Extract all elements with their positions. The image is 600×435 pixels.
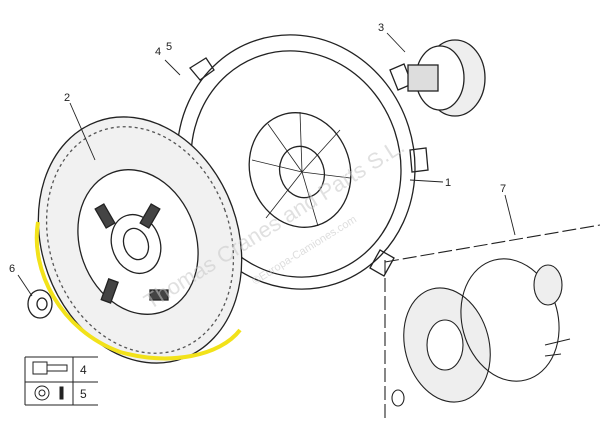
callout-5: 5 [166, 41, 172, 53]
washer [27, 289, 53, 319]
inset-assembly [384, 224, 600, 420]
callout-6: 6 [9, 263, 15, 275]
callout-1: 1 [445, 177, 451, 189]
release-bearing [407, 39, 486, 117]
washer-icon [34, 385, 64, 401]
legend-bolt-ref: 4 [80, 363, 87, 377]
bolt-icon [32, 361, 68, 375]
callout-3: 3 [378, 22, 384, 34]
callout-7: 7 [500, 183, 506, 195]
clutch-disc [37, 116, 243, 364]
leader-lines [17, 32, 516, 297]
highlight-arc [34, 221, 242, 361]
callout-4: 4 [155, 46, 161, 58]
legend-table [24, 356, 98, 406]
callout-2: 2 [64, 92, 70, 104]
legend-washer-ref: 5 [80, 387, 87, 401]
